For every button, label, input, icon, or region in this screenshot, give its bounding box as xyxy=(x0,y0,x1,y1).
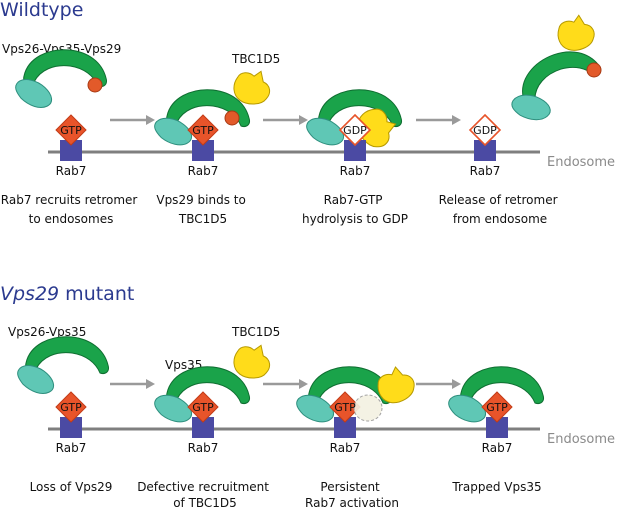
wildtype-caption-3: Rab7-GTP hydrolysis to GDP xyxy=(302,193,408,226)
rab7-block xyxy=(474,140,496,161)
rab7-block xyxy=(486,417,508,438)
rab7-label: Rab7 xyxy=(340,164,371,178)
rab7-label: Rab7 xyxy=(56,441,87,455)
wildtype-released-retromer xyxy=(508,38,603,131)
mutant-arrow-1 xyxy=(110,379,155,389)
mutant-caption-4: Trapped Vps35 xyxy=(451,480,541,494)
mutant-endosome-label: Endosome xyxy=(547,432,615,447)
gtp-diamond xyxy=(481,391,513,423)
rab7-block xyxy=(192,417,214,438)
rab7-block xyxy=(60,417,82,438)
nucleotide-label: GDP xyxy=(473,124,497,137)
nucleotide-label: GDP xyxy=(343,124,367,137)
nucleotide-label: GTP xyxy=(60,124,82,137)
gtp-diamond xyxy=(187,391,219,423)
missing-vps29-outline xyxy=(353,394,383,422)
tbc1d5-protein xyxy=(230,340,274,382)
mutant-free-retromer xyxy=(14,336,110,402)
gtp-diamond xyxy=(55,114,87,146)
rab7-label: Rab7 xyxy=(188,164,219,178)
nucleotide-label: GTP xyxy=(60,401,82,414)
gdp-diamond xyxy=(468,113,502,147)
wildtype-caption-1: Rab7 recruits retromer to endosomes xyxy=(1,193,141,226)
rab7-block xyxy=(344,140,366,161)
wildtype-arrow-2 xyxy=(263,115,308,125)
rab7-block xyxy=(192,140,214,161)
vps29-subunit xyxy=(224,110,240,126)
mutant-caption-3: Persistent Rab7 activation xyxy=(305,480,399,509)
nucleotide-label: GTP xyxy=(192,124,214,137)
rab7-label: Rab7 xyxy=(482,441,513,455)
wildtype-tbc1d5-label: TBC1D5 xyxy=(231,52,280,66)
wildtype-caption-4: Release of retromer from endosome xyxy=(439,193,562,226)
vps29-subunit xyxy=(87,77,103,93)
rab7-label: Rab7 xyxy=(470,164,501,178)
gtp-diamond xyxy=(187,114,219,146)
wildtype-complex-label: Vps26-Vps35-Vps29 xyxy=(2,42,121,56)
mutant-caption-1: Loss of Vps29 xyxy=(30,480,113,494)
nucleotide-label: GTP xyxy=(192,401,214,414)
wildtype-title: Wildtype xyxy=(0,0,83,21)
vps29-subunit xyxy=(586,62,602,78)
nucleotide-label: GTP xyxy=(334,401,356,414)
mutant-arrow-3 xyxy=(416,379,461,389)
wildtype-free-retromer xyxy=(12,49,108,116)
gdp-diamond xyxy=(338,113,372,147)
rab7-label: Rab7 xyxy=(330,441,361,455)
rab7-block xyxy=(334,417,356,438)
nucleotide-label: GTP xyxy=(486,401,508,414)
rab7-label: Rab7 xyxy=(188,441,219,455)
gtp-diamond xyxy=(329,391,361,423)
mutant-title: Vps29 mutant xyxy=(0,283,134,305)
wildtype-caption-2: Vps29 binds to TBC1D5 xyxy=(156,193,249,226)
mutant-tbc1d5-label: TBC1D5 xyxy=(231,325,280,339)
gtp-diamond xyxy=(55,391,87,423)
rab7-label: Rab7 xyxy=(56,164,87,178)
mutant-complex-label: Vps26-Vps35 xyxy=(8,325,86,339)
wildtype-arrow-3 xyxy=(416,115,461,125)
wildtype-arrow-1 xyxy=(110,115,155,125)
mutant-caption-2: Defective recruitment of TBC1D5 xyxy=(137,480,273,509)
mutant-arrow-2 xyxy=(263,379,308,389)
wildtype-bound-retromer-2 xyxy=(151,89,251,155)
rab7-block xyxy=(60,140,82,161)
released-tbc1d5 xyxy=(554,12,598,54)
wildtype-endosome-label: Endosome xyxy=(547,155,615,170)
